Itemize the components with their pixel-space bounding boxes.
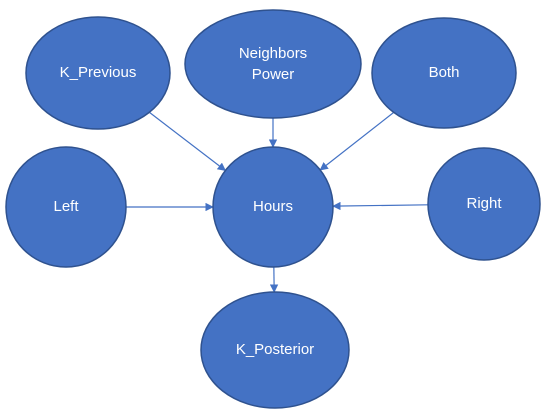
node-k-posterior-label: K_Posterior	[236, 341, 314, 358]
edge-k-previous-to-hours	[148, 111, 227, 172]
node-both: Both	[371, 17, 517, 129]
node-right: Right	[427, 147, 541, 261]
node-both-label: Both	[429, 64, 460, 81]
node-neighbors-power-label-line-2: Power	[252, 66, 295, 83]
node-k-previous-label: K_Previous	[60, 64, 137, 81]
node-neighbors-power-label-line-1: Neighbors	[239, 45, 307, 62]
node-left: Left	[5, 146, 127, 268]
node-left-label: Left	[53, 198, 79, 215]
node-k-posterior-shape	[200, 291, 350, 409]
node-neighbors-power: Neighbors Power	[184, 9, 362, 119]
node-k-previous-shape	[25, 16, 171, 130]
edge-right-to-hours	[332, 201, 429, 211]
node-left-shape	[5, 146, 127, 268]
node-neighbors-power-shape	[184, 9, 362, 119]
node-hours-label: Hours	[253, 198, 293, 215]
node-right-label: Right	[466, 195, 502, 212]
node-k-posterior: K_Posterior	[200, 291, 350, 409]
node-hours-shape	[212, 146, 334, 268]
node-k-previous: K_Previous	[25, 16, 171, 130]
edges-layer	[126, 111, 429, 293]
node-right-shape	[427, 147, 541, 261]
node-both-shape	[371, 17, 517, 129]
node-hours: Hours	[212, 146, 334, 268]
edge-both-to-hours	[319, 111, 395, 171]
